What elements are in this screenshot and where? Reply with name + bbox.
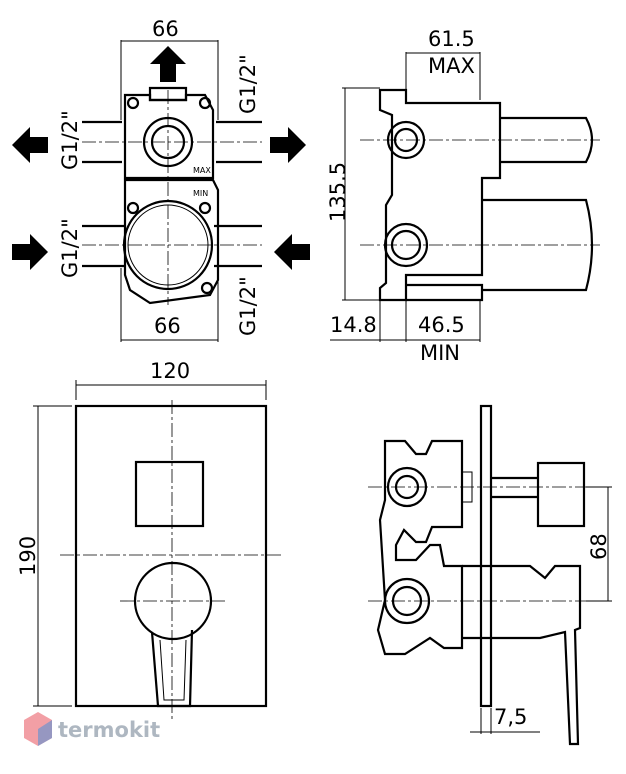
dim-depth-max-label: MAX [428, 54, 475, 78]
plate-view [60, 400, 282, 720]
label-min: MIN [193, 189, 208, 198]
arrow-right-upper-icon [270, 127, 306, 163]
dim-plate-height: 190 [16, 536, 40, 576]
dim-plate-thickness: 7,5 [494, 705, 527, 729]
watermark-text: termokit [58, 718, 160, 742]
dim-depth-min: 46.5 [418, 313, 465, 337]
plate-dimensions: 120 190 [16, 359, 267, 707]
dim-depth-min-label: MIN [420, 341, 460, 365]
thread-left-lower: G1/2" [58, 218, 82, 278]
thread-left-upper: G1/2" [58, 110, 82, 170]
assembly-dimensions: 68 7,5 [470, 486, 612, 734]
dim-spacing: 68 [587, 533, 611, 560]
dim-plate-width: 120 [150, 359, 190, 383]
arrow-left-lower-icon [274, 234, 310, 270]
dim-width-bottom: 66 [154, 314, 181, 338]
assembly-view [368, 404, 612, 746]
dim-height: 135.5 [326, 162, 350, 222]
side-view-body [360, 88, 600, 302]
flow-arrows [12, 46, 310, 270]
side-view-dimensions: 61.5 MAX 135.5 14.8 46.5 MIN [326, 27, 481, 365]
front-view-valve-body: MAX MIN [82, 86, 262, 305]
dim-depth-max: 61.5 [428, 27, 475, 51]
dim-offset: 14.8 [330, 313, 377, 337]
dim-width-top: 66 [152, 17, 179, 41]
arrow-left-upper-icon [12, 127, 48, 163]
front-view-dimensions: 66 66 G1/2" G1/2" G1/2" G1/2" [58, 17, 260, 342]
arrow-right-lower-icon [12, 234, 48, 270]
thread-right-bottom: G1/2" [236, 276, 260, 336]
arrow-up-icon [150, 46, 186, 82]
thread-top-right: G1/2" [236, 54, 260, 114]
label-max: MAX [193, 166, 211, 175]
watermark: termokit [24, 712, 160, 746]
